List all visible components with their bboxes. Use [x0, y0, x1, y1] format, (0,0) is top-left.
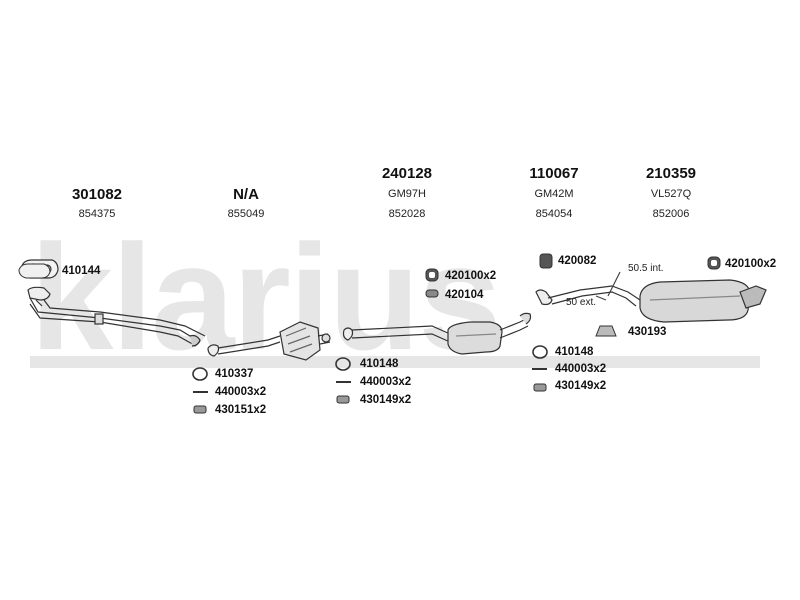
rubber-mount-icon [539, 253, 553, 269]
middle-silencer-drawing [342, 312, 532, 355]
section-1-ref: 854375 [78, 208, 116, 220]
part-label-430151: 430151x2 [215, 404, 267, 416]
catalytic-converter-drawing [207, 321, 331, 361]
rear-silencer-drawing [639, 279, 767, 323]
clamp-icon [193, 405, 207, 414]
section-5-ref: 852006 [652, 208, 690, 220]
sealing-ring-icon [335, 357, 351, 371]
part-label-420100: 420100x2 [725, 258, 777, 270]
gasket-icon [18, 263, 51, 279]
dimension-internal: 50.5 int. [628, 263, 664, 274]
part-label-420104: 420104 [445, 289, 484, 301]
part-label-430149: 430149x2 [360, 394, 412, 406]
bracket-icon [595, 325, 617, 337]
part-label-430193: 430193 [628, 326, 667, 338]
part-label-410148: 410148 [555, 346, 594, 358]
clamp-icon [533, 383, 547, 392]
sealing-ring-icon [532, 345, 548, 359]
hanger-icon [425, 289, 439, 298]
part-label-430149: 430149x2 [555, 380, 607, 392]
section-4-code: GM42M [534, 188, 574, 200]
part-label-410144: 410144 [62, 265, 101, 277]
part-label-440003: 440003x2 [555, 363, 607, 375]
section-3-part-number: 240128 [381, 165, 433, 182]
section-2-part-number: N/A [233, 186, 259, 203]
watermark-underline [30, 356, 760, 368]
section-3-ref: 852028 [388, 208, 426, 220]
part-label-410148: 410148 [360, 358, 399, 370]
dimension-external: 50 ext. [566, 297, 597, 308]
section-4-ref: 854054 [535, 208, 573, 220]
section-4-part-number: 110067 [529, 165, 579, 182]
section-5-part-number: 210359 [645, 165, 697, 182]
section-1-part-number: 301082 [71, 186, 123, 203]
section-5-code: VL527Q [650, 188, 692, 200]
section-3-code: GM97H [388, 188, 426, 200]
clamp-icon [336, 395, 350, 404]
part-label-440003: 440003x2 [360, 376, 412, 388]
part-label-420100: 420100x2 [445, 270, 497, 282]
intermediate-pipe-drawing [535, 285, 641, 307]
part-label-440003: 440003x2 [215, 386, 267, 398]
watermark-logo: klarius [30, 213, 502, 381]
section-2-ref: 855049 [227, 208, 265, 220]
part-label-420082: 420082 [558, 255, 597, 267]
sealing-ring-icon [192, 367, 208, 381]
part-label-410337: 410337 [215, 368, 254, 380]
